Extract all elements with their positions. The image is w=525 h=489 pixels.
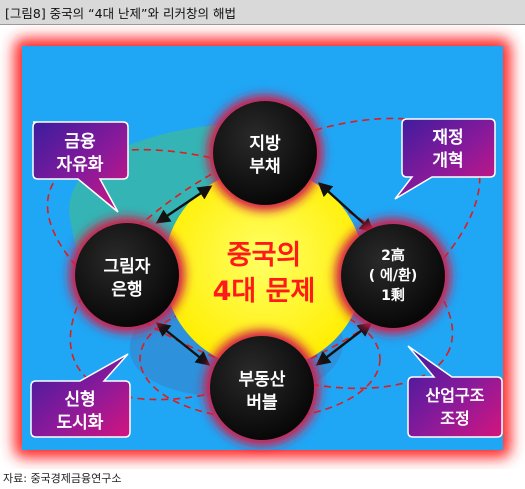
node-real-estate-bubble bbox=[210, 336, 314, 440]
callout-fiscal-reform-line2: 개혁 bbox=[432, 150, 463, 171]
node-local-debt bbox=[213, 101, 317, 205]
diagram-svg: 중국의 4대 문제 지방 부채 그림자 은행 2高 ( 에/환) 1剩 부동산 … bbox=[14, 38, 511, 458]
center-title-line2: 4대 문제 bbox=[213, 276, 316, 307]
callout-fiscal-reform-line1: 재정 bbox=[432, 128, 463, 148]
callout-financial-liberalization: 금융 자유화 bbox=[32, 121, 129, 213]
node-three-highs-line3: 1剩 bbox=[381, 287, 405, 304]
source-note: 자료: 중국경제금융연구소 bbox=[3, 472, 122, 485]
callout-new-urbanization: 신형 도시화 bbox=[30, 353, 131, 438]
node-shadow-banking-line1: 그림자 bbox=[104, 257, 151, 277]
callout-new-urbanization-box bbox=[30, 353, 131, 438]
figure-title-bar: [그림8] 중국의 “4대 난제”와 리커창의 해법 bbox=[0, 0, 525, 25]
node-three-highs-line2: ( 에/환) bbox=[369, 267, 418, 284]
node-local-debt-line1: 지방 bbox=[249, 134, 281, 154]
arrow-local-to-three bbox=[317, 182, 375, 233]
callout-financial-liberalization-line2: 자유화 bbox=[57, 155, 104, 175]
node-real-estate-line2: 버블 bbox=[246, 393, 278, 413]
callout-industrial-restructuring-box bbox=[407, 345, 503, 438]
callout-new-urbanization-line2: 도시화 bbox=[57, 413, 104, 433]
arrow-shadow-to-local bbox=[155, 185, 213, 224]
diagram-stage: 중국의 4대 문제 지방 부채 그림자 은행 2高 ( 에/환) 1剩 부동산 … bbox=[0, 24, 525, 469]
center-title-line1: 중국의 bbox=[227, 240, 302, 271]
callout-industrial-restructuring-line2: 조정 bbox=[440, 409, 469, 428]
node-three-highs-line1: 2高 bbox=[381, 247, 405, 264]
arrow-estate-to-three bbox=[315, 322, 373, 366]
callout-financial-liberalization-box bbox=[32, 121, 129, 213]
callout-financial-liberalization-line1: 금융 bbox=[64, 132, 96, 152]
callout-fiscal-reform-box bbox=[394, 118, 496, 200]
node-local-debt-line2: 부채 bbox=[249, 157, 280, 177]
node-shadow-banking-line2: 은행 bbox=[111, 280, 142, 300]
figure-title: [그림8] 중국의 “4대 난제”와 리커창의 해법 bbox=[5, 6, 236, 21]
callout-industrial-restructuring: 산업구조 조정 bbox=[407, 345, 503, 438]
callout-new-urbanization-line1: 신형 bbox=[64, 389, 95, 410]
callout-fiscal-reform: 재정 개혁 bbox=[394, 118, 496, 200]
callout-industrial-restructuring-line1: 산업구조 bbox=[426, 386, 485, 405]
node-shadow-banking bbox=[75, 223, 179, 327]
node-real-estate-line1: 부동산 bbox=[239, 370, 286, 390]
center-circle bbox=[164, 169, 364, 369]
node-three-highs bbox=[341, 224, 445, 328]
arrow-shadow-to-estate bbox=[155, 322, 211, 366]
